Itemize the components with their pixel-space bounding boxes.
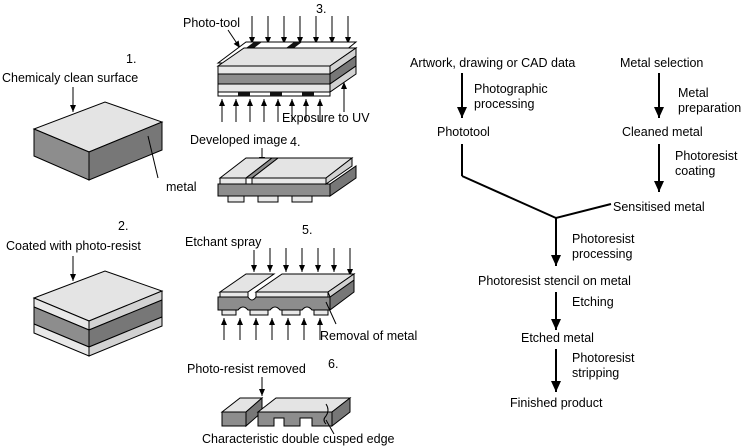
step-4-pad-side <box>325 156 353 185</box>
phototool-pointer-arrow <box>227 29 241 49</box>
step-1-metal-side <box>88 121 163 181</box>
step-6-piece-1-front <box>221 411 247 427</box>
flow-finished-product: Finished product <box>510 396 603 410</box>
step-3-bottom-resist <box>217 83 331 93</box>
flow-etching: Etching <box>572 295 614 309</box>
flow-metal-prep-1: Metal <box>678 86 709 100</box>
photo-resist-removed-label: Photo-resist removed <box>187 362 306 376</box>
flow-pr-coating-2: coating <box>675 164 715 178</box>
step-5-pad-side <box>327 273 355 298</box>
flow-metal-prep-2: preparation <box>678 101 741 115</box>
developed-image-label: Developed image <box>190 133 287 147</box>
step-4-metal <box>217 183 331 197</box>
bottom-phototool-band-1 <box>238 92 250 96</box>
flow-phototool: Phototool <box>437 125 490 139</box>
flow-stripping-2: stripping <box>572 366 619 380</box>
step-5-bottom-pad-2 <box>249 309 269 316</box>
uv-arrows-top <box>249 16 351 44</box>
bottom-phototool-band-2 <box>270 92 282 96</box>
flow-etched-metal: Etched metal <box>521 331 594 345</box>
step-2-label: Coated with photo-resist <box>6 239 141 253</box>
step-5-bottom-pad-4 <box>313 309 329 316</box>
step-1-metal-label: metal <box>166 180 197 194</box>
step-1-number: 1. <box>126 52 136 66</box>
step-6-piece-2-side <box>331 396 351 428</box>
flow-photographic: Photographic <box>474 82 548 96</box>
uv-arrows-bottom <box>219 82 347 122</box>
etchant-arrows-top <box>251 248 353 276</box>
step-3-number: 3. <box>316 2 326 16</box>
etchant-arrows-bottom <box>221 318 323 340</box>
removal-of-metal-leader <box>325 301 337 325</box>
phototool-label: Photo-tool <box>183 16 240 30</box>
step-1: 1. Chemicaly clean surface metal <box>2 52 197 194</box>
step-5-pad-front-2 <box>255 291 329 298</box>
flowchart: Artwork, drawing or CAD data Photographi… <box>410 56 741 410</box>
flow-cleaned-metal: Cleaned metal <box>622 125 703 139</box>
step-4-pad-front-2 <box>251 177 327 185</box>
step-3-top-resist <box>217 65 331 75</box>
step-3-metal <box>217 73 331 85</box>
step-3: 3. Photo-tool <box>183 2 370 125</box>
step-4: 4. Developed image <box>190 133 357 203</box>
flow-pr-coating-1: Photoresist <box>675 149 738 163</box>
step-6: 6. Photo-resist removed Characteristic d… <box>187 357 395 446</box>
flow-pr-processing-2: processing <box>572 247 632 261</box>
step-5-number: 5. <box>302 223 312 237</box>
step-4-bottom-pad-2 <box>257 195 279 203</box>
flow-metal-selection: Metal selection <box>620 56 703 70</box>
step-5: 5. Etchant spray <box>185 223 417 343</box>
step-4-bottom-pad-1 <box>227 195 245 203</box>
step-6-number: 6. <box>328 357 338 371</box>
flow-sensitised-metal: Sensitised metal <box>613 200 705 214</box>
step-2: 2. Coated with photo-resist <box>6 219 164 357</box>
step-3-side-bottom <box>329 65 357 93</box>
step-5-pad-front-1 <box>219 291 249 298</box>
step-2-bottom-resist-side <box>88 316 163 357</box>
flow-pr-processing-1: Photoresist <box>572 232 635 246</box>
step-5-bottom-pad-1 <box>221 309 237 316</box>
step-6-piece-2-front <box>257 411 333 427</box>
step-4-gap <box>244 157 280 179</box>
step-4-pad-front-1 <box>219 177 247 185</box>
flow-artwork: Artwork, drawing or CAD data <box>410 56 575 70</box>
double-cusped-edge <box>323 403 329 425</box>
step-1-label: Chemicaly clean surface <box>2 71 138 85</box>
step-4-number: 4. <box>290 135 300 149</box>
flow-merge-lines <box>461 175 612 220</box>
step-2-number: 2. <box>118 219 128 233</box>
step-5-bottom-pad-3 <box>281 309 301 316</box>
step-5-etched-metal <box>217 296 331 311</box>
step-4-bottom-pad-3 <box>291 195 313 203</box>
flow-processing: processing <box>474 97 534 111</box>
cusped-edge-leader <box>325 419 335 435</box>
removal-of-metal-label: Removal of metal <box>320 329 417 343</box>
double-cusped-edge-label: Characteristic double cusped edge <box>202 432 395 446</box>
step-4-metal-side <box>329 165 357 197</box>
etchant-spray-label: Etchant spray <box>185 235 262 249</box>
step-1-metal-leader <box>147 135 159 179</box>
bottom-phototool-band-3 <box>302 92 314 96</box>
flow-stripping-1: Photoresist <box>572 351 635 365</box>
flow-stencil: Photoresist stencil on metal <box>478 274 631 288</box>
exposure-label: Exposure to UV <box>282 111 370 125</box>
